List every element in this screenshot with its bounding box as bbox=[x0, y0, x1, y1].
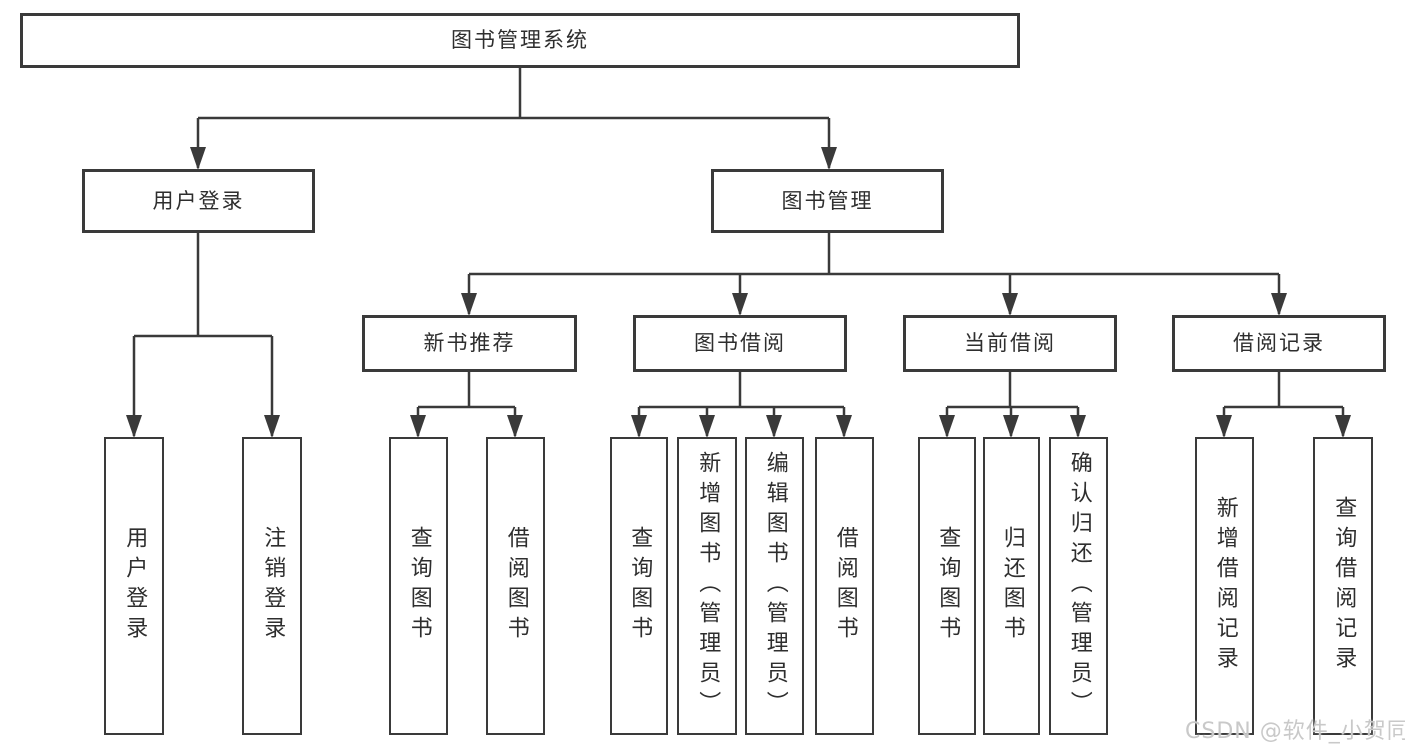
connector-book-mgmt-to-level3 bbox=[467, 233, 1281, 314]
connector-book-borrow-to-leaves bbox=[637, 372, 846, 436]
arrowhead bbox=[190, 147, 206, 170]
leaf-confirm-return-admin-label: 确认归还（管理员） bbox=[1066, 451, 1092, 721]
arrowhead bbox=[821, 147, 837, 170]
leaf-query-books: 查询图书 bbox=[389, 437, 448, 735]
node-user-login-label: 用户登录 bbox=[152, 188, 245, 213]
node-borrow-record-label: 借阅记录 bbox=[1233, 331, 1325, 355]
node-library-system: 图书管理系统 bbox=[20, 13, 1020, 68]
leaf-borrow-books-2: 借阅图书 bbox=[815, 437, 874, 735]
connector-borrow-record-to-leaves bbox=[1222, 372, 1345, 436]
leaf-add-books-admin-label: 新增图书（管理员） bbox=[695, 451, 721, 721]
arrowhead bbox=[699, 415, 715, 438]
node-book-borrow-label: 图书借阅 bbox=[694, 331, 786, 355]
leaf-edit-books-admin: 编辑图书（管理员） bbox=[745, 437, 804, 735]
arrowhead bbox=[507, 415, 523, 438]
arrowhead bbox=[264, 415, 280, 438]
arrowhead bbox=[1271, 293, 1287, 316]
arrowhead bbox=[732, 293, 748, 316]
arrowhead bbox=[1003, 415, 1019, 438]
leaf-query-books-3: 查询图书 bbox=[918, 437, 976, 735]
leaf-borrow-books-label: 借阅图书 bbox=[503, 526, 529, 646]
node-borrow-record: 借阅记录 bbox=[1172, 315, 1386, 372]
arrowhead bbox=[836, 415, 852, 438]
leaf-query-books-2-label: 查询图书 bbox=[627, 526, 653, 646]
arrowhead bbox=[1335, 415, 1351, 438]
arrowhead bbox=[1002, 293, 1018, 316]
arrowhead bbox=[461, 293, 477, 316]
leaf-user-login-label: 用户登录 bbox=[122, 526, 148, 646]
leaf-confirm-return-admin: 确认归还（管理员） bbox=[1049, 437, 1108, 735]
leaf-borrow-books: 借阅图书 bbox=[486, 437, 545, 735]
node-new-book-recommend: 新书推荐 bbox=[362, 315, 577, 372]
node-current-borrow: 当前借阅 bbox=[903, 315, 1117, 372]
node-book-management: 图书管理 bbox=[711, 169, 944, 233]
leaf-return-books-label: 归还图书 bbox=[999, 526, 1025, 646]
leaf-query-borrow-record: 查询借阅记录 bbox=[1313, 437, 1373, 735]
node-book-borrow: 图书借阅 bbox=[633, 315, 847, 372]
node-new-book-recommend-label: 新书推荐 bbox=[423, 331, 516, 355]
leaf-add-borrow-record-label: 新增借阅记录 bbox=[1212, 496, 1238, 676]
arrowhead bbox=[1070, 415, 1086, 438]
arrowhead bbox=[766, 415, 782, 438]
leaf-logout-login: 注销登录 bbox=[242, 437, 302, 735]
connector-new-book-rec-to-leaves bbox=[416, 372, 517, 436]
leaf-query-books-2: 查询图书 bbox=[610, 437, 668, 735]
connector-user-login-to-leaves bbox=[132, 233, 274, 436]
node-book-management-label: 图书管理 bbox=[781, 188, 874, 213]
csdn-watermark: CSDN @软件_小贺同学 bbox=[1185, 719, 1405, 744]
leaf-return-books: 归还图书 bbox=[983, 437, 1040, 735]
leaf-logout-login-label: 注销登录 bbox=[260, 526, 286, 646]
leaf-add-books-admin: 新增图书（管理员） bbox=[677, 437, 737, 735]
node-library-system-label: 图书管理系统 bbox=[451, 28, 589, 52]
leaf-add-borrow-record: 新增借阅记录 bbox=[1195, 437, 1254, 735]
node-current-borrow-label: 当前借阅 bbox=[964, 331, 1056, 355]
leaf-query-books-label: 查询图书 bbox=[406, 526, 432, 646]
arrowhead bbox=[1216, 415, 1232, 438]
arrowhead bbox=[631, 415, 647, 438]
leaf-edit-books-admin-label: 编辑图书（管理员） bbox=[762, 451, 788, 721]
leaf-user-login: 用户登录 bbox=[104, 437, 164, 735]
leaf-query-borrow-record-label: 查询借阅记录 bbox=[1331, 496, 1357, 676]
arrowhead bbox=[126, 415, 142, 438]
leaf-query-books-3-label: 查询图书 bbox=[935, 526, 961, 646]
connector-root-to-level2 bbox=[196, 68, 831, 168]
node-user-login: 用户登录 bbox=[82, 169, 315, 233]
arrowhead bbox=[939, 415, 955, 438]
leaf-borrow-books-2-label: 借阅图书 bbox=[832, 526, 858, 646]
arrowhead bbox=[410, 415, 426, 438]
